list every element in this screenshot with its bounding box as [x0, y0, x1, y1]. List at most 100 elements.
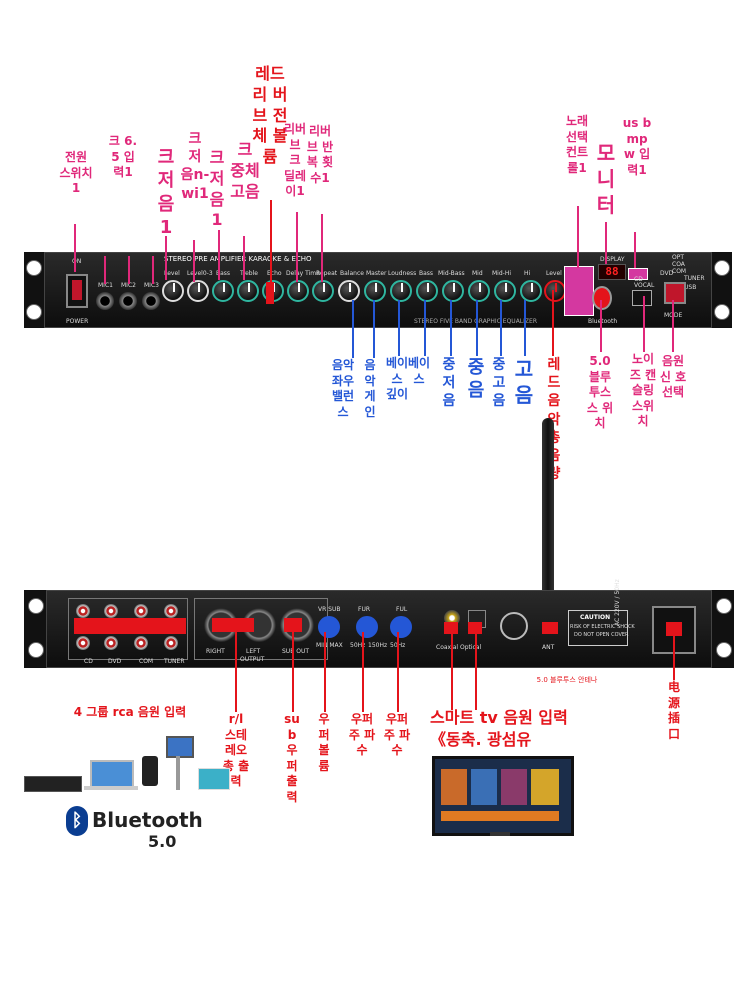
- label-source-select: 음원 신 호 선택: [659, 354, 687, 400]
- mic-level-knob[interactable]: [162, 280, 184, 302]
- rca-jack[interactable]: [104, 604, 118, 618]
- power-label: POWER: [66, 318, 89, 325]
- rca-input-marker: [74, 618, 186, 634]
- mic-level03-knob[interactable]: [187, 280, 209, 302]
- leader-line: [218, 230, 220, 280]
- front-panel-title: STEREO PRE AMPLIFIER KARAOKE & ECHO: [164, 255, 312, 263]
- power-socket-marker: [666, 622, 682, 636]
- mic2-jack[interactable]: [119, 292, 137, 310]
- mic1-jack[interactable]: [96, 292, 114, 310]
- label-sub-freq2: 우퍼 주 파수: [383, 712, 411, 758]
- label-balance: 음악 좌우 밸런스: [331, 358, 355, 419]
- ful-knob[interactable]: [390, 616, 412, 638]
- leader-line: [424, 300, 426, 356]
- rca-label-tuner: TUNER: [164, 658, 185, 665]
- balance-knob[interactable]: [338, 280, 360, 302]
- vocal-label: VOCAL: [634, 282, 655, 289]
- rear-mount-hole: [716, 598, 732, 614]
- fur-freq-low: 50Hz: [350, 642, 366, 649]
- leader-line: [605, 222, 607, 264]
- rca-jack[interactable]: [134, 636, 148, 650]
- rca-jack[interactable]: [164, 636, 178, 650]
- rear-mount-hole: [716, 642, 732, 658]
- label-reverb-delay: 리버 브 크 딜레 이1: [283, 122, 307, 199]
- fur-knob[interactable]: [356, 616, 378, 638]
- rear-mount-hole: [28, 598, 44, 614]
- source-tuner: TUNER: [684, 275, 705, 282]
- vocal-switch[interactable]: [632, 290, 652, 306]
- mic1-label: MIC1: [98, 282, 113, 289]
- bass-knob[interactable]: [416, 280, 438, 302]
- leader-line: [292, 632, 294, 712]
- sub-volume-knob[interactable]: [318, 616, 340, 638]
- knob-label-balance: Balance: [340, 270, 364, 277]
- knob-label-bass: Bass: [216, 270, 231, 277]
- source-coa: COA: [672, 261, 685, 268]
- mic3-jack[interactable]: [142, 292, 160, 310]
- knob-label-level: Level: [164, 270, 180, 277]
- led-display: 88: [598, 264, 626, 280]
- rca-jack[interactable]: [104, 636, 118, 650]
- rca-jack[interactable]: [164, 604, 178, 618]
- stereo-output-marker: [212, 618, 254, 632]
- loudness-knob[interactable]: [390, 280, 412, 302]
- song-control-pad[interactable]: [564, 266, 594, 316]
- leader-line: [450, 300, 452, 356]
- leader-line: [128, 256, 130, 284]
- hi-knob[interactable]: [520, 280, 542, 302]
- sub-out-label: SUB OUT: [282, 648, 310, 655]
- source-com: COM: [672, 268, 687, 275]
- label-bass-depth: 베이 스 깊이: [385, 356, 409, 402]
- leader-line: [270, 200, 272, 282]
- fur-freq-high: 150Hz: [368, 642, 388, 649]
- leader-line: [324, 632, 326, 712]
- knob-label-echo: Echo: [267, 270, 282, 277]
- mode-knob[interactable]: [664, 282, 686, 304]
- leader-line: [672, 300, 674, 352]
- front-mount-hole: [714, 304, 730, 320]
- mic3-label: MIC3: [144, 282, 159, 289]
- rca-jack[interactable]: [76, 636, 90, 650]
- label-mid-high: 중 고 음: [492, 357, 506, 410]
- bluetooth-label: Bluetooth: [588, 318, 618, 325]
- label-master-gain: 음 악 게 인: [364, 358, 376, 419]
- ac-label: AC 220V / 50Hz: [614, 579, 621, 626]
- delay-knob[interactable]: [287, 280, 309, 302]
- leader-line: [634, 232, 636, 268]
- right-label: RIGHT: [206, 648, 225, 655]
- repeat-knob[interactable]: [312, 280, 334, 302]
- music-level-knob[interactable]: [544, 280, 566, 302]
- laptop-icon: [90, 760, 134, 790]
- dvd-player-icon: [24, 776, 82, 792]
- fur-label: FUR: [358, 606, 371, 613]
- kiosk-icon: [166, 736, 194, 758]
- source-opt: OPT: [672, 254, 685, 261]
- label-mid-bass: 중 저 음: [442, 357, 456, 410]
- mid-hi-knob[interactable]: [494, 280, 516, 302]
- rca-jack[interactable]: [76, 604, 90, 618]
- brand-emblem: [500, 612, 528, 640]
- sub-output-marker: [284, 618, 302, 632]
- leader-line: [373, 300, 375, 358]
- label-sub-volume: 우 퍼 볼 륨: [318, 712, 330, 773]
- coaxial-marker: [444, 622, 458, 634]
- display-label: DISPLAY: [600, 256, 625, 263]
- label-power-switch: 전원 스위치1: [59, 150, 93, 196]
- rca-jack[interactable]: [134, 604, 148, 618]
- usb-port[interactable]: [628, 268, 648, 280]
- label-mic-treble: 크 중체 고음: [230, 140, 260, 201]
- leader-line: [500, 300, 502, 356]
- mic-treble-knob[interactable]: [237, 280, 259, 302]
- rear-mount-hole: [28, 642, 44, 658]
- master-knob[interactable]: [364, 280, 386, 302]
- front-panel: ON POWER MIC1 MIC2 MIC3 STEREO PRE AMPLI…: [24, 252, 732, 328]
- mid-knob[interactable]: [468, 280, 490, 302]
- bluetooth-button[interactable]: [592, 286, 612, 310]
- mid-bass-knob[interactable]: [442, 280, 464, 302]
- mic-bass-knob[interactable]: [212, 280, 234, 302]
- leader-line: [296, 212, 298, 282]
- label-bass: 베이 스: [407, 356, 431, 386]
- power-switch[interactable]: [66, 274, 88, 308]
- reverb-volume-marker: [266, 282, 274, 304]
- label-coax-optical: 《동축. 광섬유: [430, 730, 532, 749]
